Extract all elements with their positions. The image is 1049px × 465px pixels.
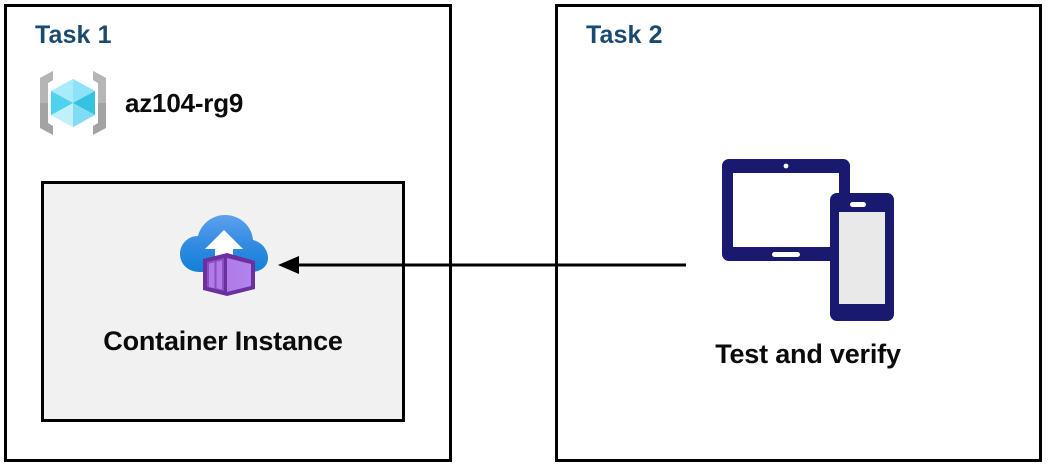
- test-and-verify-caption: Test and verify: [715, 339, 901, 369]
- task-2-heading: Task 2: [586, 21, 663, 49]
- resource-group-row: az104-rg9: [35, 65, 243, 141]
- azure-resource-group-icon: [35, 65, 111, 141]
- task-1-heading: Task 1: [35, 21, 112, 49]
- test-and-verify-block: Test and verify: [688, 157, 928, 370]
- container-instance-icon-wrap: [44, 206, 402, 302]
- devices-tablet-phone-icon: [688, 157, 928, 323]
- task-1-panel: Task 1: [4, 4, 452, 462]
- resource-group-label: az104-rg9: [125, 87, 244, 118]
- container-instance-box: Container Instance: [41, 181, 405, 422]
- task-2-panel: Task 2: [555, 4, 1042, 462]
- azure-container-instance-icon: [175, 206, 271, 302]
- container-instance-caption: Container Instance: [103, 326, 343, 356]
